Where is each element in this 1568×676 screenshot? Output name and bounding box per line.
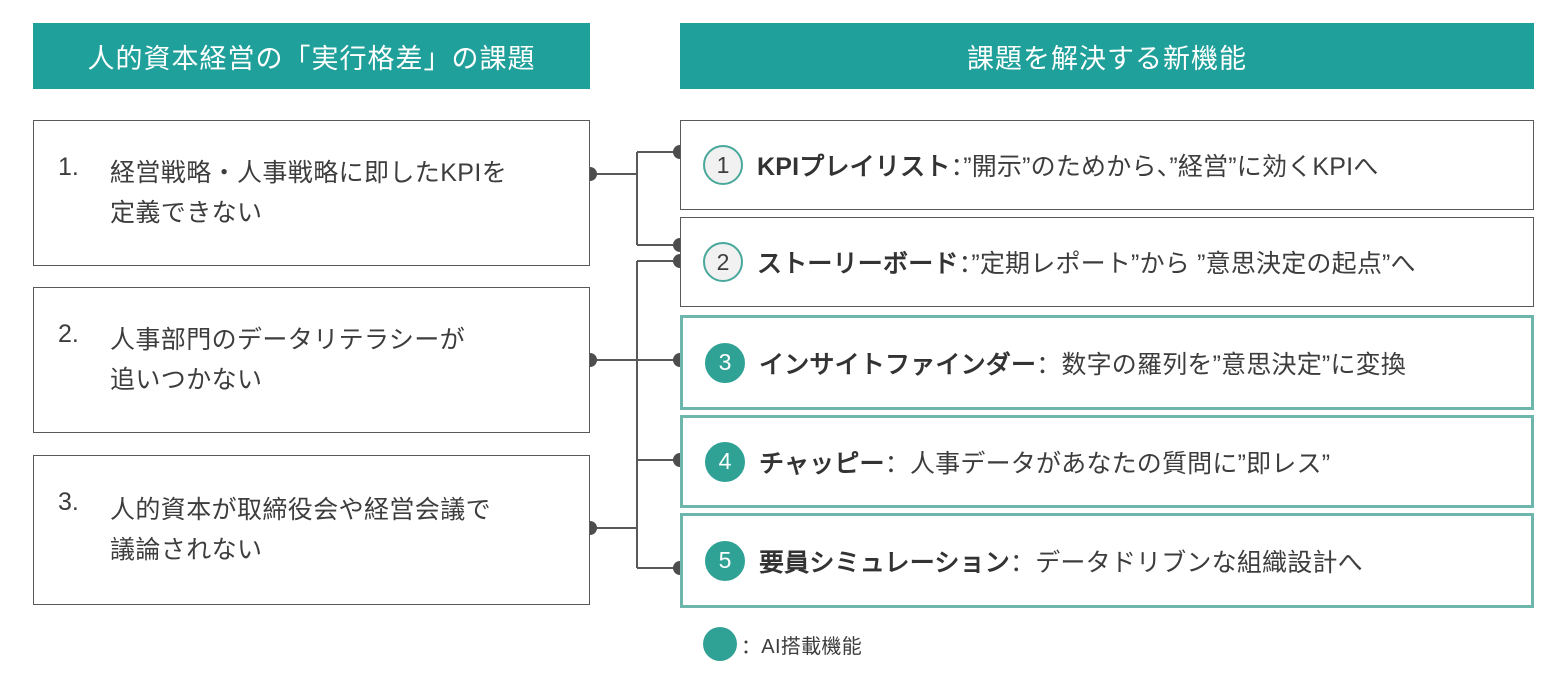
feature-separator-4: ： xyxy=(884,449,910,478)
issue-number-3: 3. xyxy=(58,488,79,516)
feature-box-2[interactable]: 2 ストーリーボード：”定期レポート”から ”意思決定の起点”へ xyxy=(680,217,1534,307)
feature-separator-3: ： xyxy=(1036,350,1062,379)
feature-separator-2: ： xyxy=(958,250,972,278)
feature-text-5: 要員シミュレーション：データドリブンな組織設計へ xyxy=(759,543,1363,579)
legend-label: ：AI搭載機能 xyxy=(741,635,862,658)
feature-box-1[interactable]: 1 KPIプレイリスト：”開示”のためから、”経営”に効くKPIへ xyxy=(680,120,1534,210)
feature-text-3: インサイトファインダー：数字の羅列を”意思決定”に変換 xyxy=(759,345,1406,381)
feature-badge-5: 5 xyxy=(705,540,745,581)
feature-badge-1: 1 xyxy=(703,145,743,185)
feature-box-3[interactable]: 3 インサイトファインダー：数字の羅列を”意思決定”に変換 xyxy=(680,315,1534,410)
issue-number-2: 2. xyxy=(58,320,79,348)
feature-badge-3: 3 xyxy=(705,342,745,383)
issue-number-1: 1. xyxy=(58,153,79,181)
feature-separator-1: ： xyxy=(950,153,964,181)
feature-desc-4: 人事データがあなたの質問に”即レス” xyxy=(909,449,1331,478)
feature-box-5[interactable]: 5 要員シミュレーション：データドリブンな組織設計へ xyxy=(680,513,1534,608)
right-column-header: 課題を解決する新機能 xyxy=(680,23,1534,89)
feature-separator-5: ： xyxy=(1010,548,1036,577)
feature-badge-4: 4 xyxy=(705,441,745,482)
legend: ：AI搭載機能 xyxy=(703,627,862,661)
feature-title-2: ストーリーボード xyxy=(757,250,959,278)
feature-box-4[interactable]: 4 チャッピー：人事データがあなたの質問に”即レス” xyxy=(680,415,1534,508)
feature-text-4: チャッピー：人事データがあなたの質問に”即レス” xyxy=(759,444,1330,480)
issue-box-2[interactable]: 2. 人事部門のデータリテラシーが 追いつかない xyxy=(33,287,590,433)
issue-box-3[interactable]: 3. 人的資本が取締役会や経営会議で 議論されない xyxy=(33,455,590,605)
feature-desc-2: ”定期レポート”から ”意思決定の起点”へ xyxy=(971,250,1416,278)
feature-title-3: インサイトファインダー xyxy=(759,350,1037,379)
ai-filled-circle-icon xyxy=(703,627,737,661)
issue-box-1[interactable]: 1. 経営戦略・人事戦略に即したKPIを 定義できない xyxy=(33,120,590,266)
right-column-header-label: 課題を解決する新機能 xyxy=(967,43,1247,74)
issue-text-1: 経営戦略・人事戦略に即したKPIを 定義できない xyxy=(110,158,508,228)
feature-desc-1: ”開示”のためから、”経営”に効くKPIへ xyxy=(963,153,1379,181)
issue-text-2: 人事部門のデータリテラシーが 追いつかない xyxy=(110,325,466,395)
feature-text-2: ストーリーボード：”定期レポート”から ”意思決定の起点”へ xyxy=(757,244,1416,280)
left-column-header: 人的資本経営の「実行格差」の課題 xyxy=(33,23,590,89)
feature-title-4: チャッピー xyxy=(759,449,885,478)
issue-text-3: 人的資本が取締役会や経営会議で 議論されない xyxy=(110,495,492,565)
feature-title-1: KPIプレイリスト xyxy=(757,153,951,181)
feature-badge-2: 2 xyxy=(703,242,743,282)
left-column-header-label: 人的資本経営の「実行格差」の課題 xyxy=(87,43,536,74)
feature-desc-3: 数字の羅列を”意思決定”に変換 xyxy=(1061,350,1407,379)
feature-text-1: KPIプレイリスト：”開示”のためから、”経営”に効くKPIへ xyxy=(757,147,1379,183)
feature-title-5: 要員シミュレーション xyxy=(759,548,1011,577)
feature-desc-5: データドリブンな組織設計へ xyxy=(1035,548,1363,577)
